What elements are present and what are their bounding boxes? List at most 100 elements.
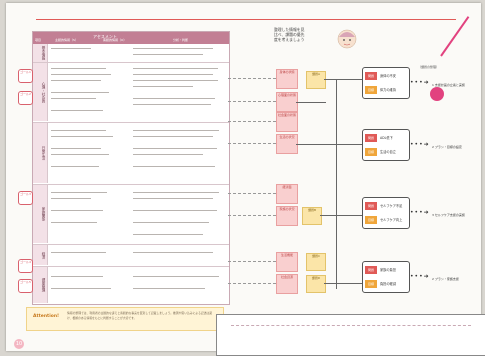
face-illustration <box>337 29 357 49</box>
text-line <box>133 86 193 87</box>
text-line <box>133 166 215 167</box>
tag-goal: 目標 <box>365 148 377 156</box>
connector <box>324 283 362 284</box>
side-tab: ゴール4 <box>18 259 33 273</box>
problem-box: 問題 目標 身体の不安 体力の維持 <box>362 67 410 99</box>
row-divider <box>33 62 229 63</box>
text-line <box>51 192 107 193</box>
text-line <box>51 276 103 277</box>
tag-problem: 問題 <box>365 134 377 142</box>
pink-dot <box>430 87 444 101</box>
row-divider <box>33 266 229 267</box>
side-tab: ゴール3 <box>18 191 33 205</box>
row-divider <box>33 244 229 245</box>
text-line <box>133 276 219 277</box>
tag-problem: 問題 <box>365 266 377 274</box>
dotted-arrow: •••➜ <box>410 209 430 216</box>
text-line <box>133 210 217 211</box>
text-line <box>133 154 203 155</box>
row-label: 基本情報 <box>33 44 48 62</box>
connector <box>296 144 362 145</box>
text-line <box>51 198 91 199</box>
text-line <box>133 80 218 81</box>
yellow-cell: 課題D <box>306 275 326 293</box>
pink-cell: 生活機能 <box>276 252 298 272</box>
text-line <box>51 80 101 81</box>
pink-cell: 生活の状況 <box>276 134 298 154</box>
output-text: 1 支援計画の立案と実施 <box>432 83 465 87</box>
box-text: 負担の軽減 <box>380 282 396 286</box>
table-title: アセスメント <box>93 34 117 39</box>
box-text: 生活の自立 <box>380 150 396 154</box>
text-line <box>133 68 218 69</box>
connector <box>336 79 337 289</box>
pink-cell: 心理面の状態 <box>276 92 298 112</box>
connector <box>228 121 276 122</box>
pink-pointer-line <box>440 16 470 57</box>
text-line <box>51 136 113 137</box>
pink-cell: 社会資源 <box>276 274 298 294</box>
connector <box>228 215 276 216</box>
box-text: 身体の不安 <box>380 74 396 78</box>
yellow-cell: 課題A <box>306 71 326 89</box>
connector <box>296 102 326 103</box>
connector <box>228 261 276 262</box>
note-text: 整理した情報を見比べ、課題の優先度を考えましょう <box>274 27 305 42</box>
attention-label: Attention! <box>33 314 60 319</box>
text-line <box>133 54 203 55</box>
text-line <box>133 288 205 289</box>
dotted-arrow: •••➜ <box>410 273 430 280</box>
text-line <box>51 222 97 223</box>
text-line <box>133 234 203 235</box>
text-line <box>133 130 219 131</box>
box-text: ADL低下 <box>380 136 393 140</box>
tag-goal: 目標 <box>365 280 377 288</box>
header-rule <box>36 19 456 20</box>
output-text: 2 プラン・家族支援 <box>432 277 459 281</box>
text-line <box>51 252 106 253</box>
connector <box>228 101 276 102</box>
text-line <box>133 104 211 105</box>
text-line <box>133 198 213 199</box>
connector <box>228 143 276 144</box>
tag-problem: 問題 <box>365 72 377 80</box>
box-text: 家族の負担 <box>380 268 396 272</box>
pink-cell: 社会面の状態 <box>276 112 298 132</box>
side-tab: ゴール2 <box>18 91 33 105</box>
text-line <box>51 288 111 289</box>
text-line <box>51 92 109 93</box>
text-line <box>51 148 101 149</box>
table-header: アセスメント 項目 主観的情報（S） 客観的情報（O） 分析・判断 <box>33 32 229 44</box>
row-divider <box>33 122 229 123</box>
row-label: 経済 <box>33 245 48 265</box>
box-text: セルフケア不足 <box>380 204 403 208</box>
row-divider <box>33 184 229 185</box>
attention-text: 情報の整理では、利用者の主観的な訴えと客観的な事実を区別して記載しましょう。推測… <box>67 311 213 320</box>
text-line <box>51 110 103 111</box>
text-line <box>51 68 106 69</box>
text-line <box>51 154 109 155</box>
dotted-arrow: •••➜ <box>410 79 430 86</box>
text-line <box>133 74 213 75</box>
side-tab: ゴール5 <box>18 279 33 293</box>
pink-cell: 経済面 <box>276 184 298 204</box>
text-line <box>133 192 219 193</box>
row-label: 家族関係 <box>33 185 48 243</box>
yellow-cell: 課題B <box>302 207 322 225</box>
text-line <box>51 48 91 49</box>
connector <box>228 78 276 79</box>
connector <box>320 215 362 216</box>
problem-box: 問題 目標 家族の負担 負担の軽減 <box>362 261 410 293</box>
top-label: （課題の整理） <box>418 65 440 69</box>
connector <box>228 193 276 194</box>
tag-goal: 目標 <box>365 86 377 94</box>
tag-goal: 目標 <box>365 216 377 224</box>
attention-box: Attention! 情報の整理では、利用者の主観的な訴えと客観的な事実を区別し… <box>26 307 224 331</box>
pink-cell: 家族の状況 <box>276 206 298 226</box>
pink-cell: 身体の状態 <box>276 69 298 89</box>
text-line <box>51 130 106 131</box>
side-tab: ゴール1 <box>18 69 33 83</box>
text-line <box>133 222 209 223</box>
text-line <box>133 148 217 149</box>
dotted-arrow: •••➜ <box>410 141 430 148</box>
